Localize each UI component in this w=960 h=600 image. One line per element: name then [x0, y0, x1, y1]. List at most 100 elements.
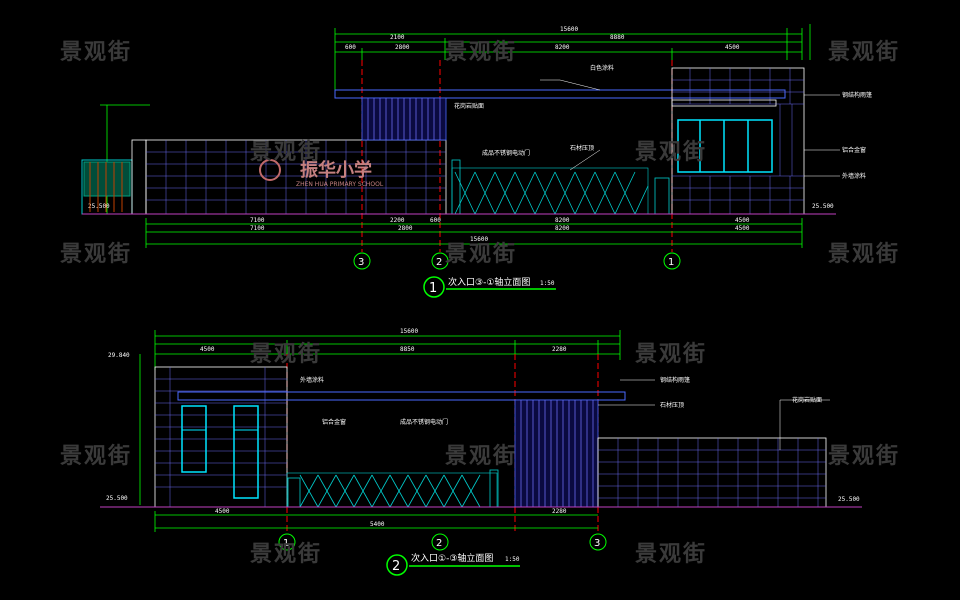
note-text: 铝合金窗 [842, 146, 866, 154]
dim-label: 4500 [735, 217, 750, 224]
watermark: 景观街 [635, 542, 708, 567]
dim-label: 4500 [735, 225, 750, 232]
dim-label: 15600 [470, 236, 488, 243]
axis-label: 3 [358, 257, 364, 268]
title-text: 次入口①-③轴立面图 [411, 552, 493, 564]
watermark: 景观街 [250, 342, 323, 367]
dim-label: 2800 [398, 225, 413, 232]
wall-grid [146, 140, 446, 214]
door [233, 405, 259, 499]
title-scale: 1:50 [540, 280, 555, 287]
dim-label: 5400 [370, 521, 385, 528]
axis-bubbles-1: 3 2 1 [353, 252, 681, 270]
note-text: 白色涂料 [590, 64, 614, 72]
elevation-2-title: 2 次入口①-③轴立面图 1:50 [386, 552, 520, 576]
watermark: 景观街 [828, 40, 901, 65]
elevation-2-top-dimensions [139, 330, 621, 505]
title-text: 次入口③-①轴立面图 [448, 276, 530, 288]
canopy-beam [177, 391, 626, 401]
slat-column [361, 97, 447, 141]
left-fence-panel [81, 159, 133, 215]
electric-gate-2 [286, 469, 499, 508]
elevation-2: 15600 4500 8850 2280 29.840 25.500 [100, 328, 862, 576]
elevation-1-bottom-dimensions [145, 218, 803, 248]
level-label: 25.500 [88, 203, 110, 210]
axis-bubbles-2: 1 2 3 [278, 533, 607, 551]
dim-label: 15600 [560, 26, 578, 33]
slat-column-2 [514, 399, 599, 508]
elevation-2-leaders [598, 379, 830, 450]
guard-house-2 [154, 366, 288, 508]
watermark: 景观街 [60, 40, 133, 65]
watermark: 景观街 [828, 242, 901, 267]
watermark: 景观街 [445, 242, 518, 267]
dim-label: 4500 [200, 346, 215, 353]
note-text: 外墙涂料 [300, 376, 324, 384]
elevation-1-top-dimensions [334, 24, 811, 90]
watermark: 景观街 [635, 140, 708, 165]
note-text: 石材压顶 [660, 401, 684, 409]
canopy-beam [334, 89, 786, 99]
dim-label: 600 [345, 44, 356, 51]
axis-label: 1 [668, 257, 674, 268]
note-text: 石材压顶 [570, 144, 594, 152]
watermark: 景观街 [828, 444, 901, 469]
note-text: 外墙涂料 [842, 172, 866, 180]
school-sign: 振华小学 ZHEN HUA PRIMARY SCHOOL [259, 159, 384, 188]
dim-label: 600 [430, 217, 441, 224]
level-label: 25.500 [106, 495, 128, 502]
note-text: 花岗岩贴面 [454, 102, 484, 110]
sign-english-text: ZHEN HUA PRIMARY SCHOOL [296, 181, 384, 188]
title-number: 1 [429, 281, 437, 296]
dim-label: 8200 [555, 44, 570, 51]
sign-chinese-text: 振华小学 [300, 159, 372, 181]
dim-label: 2800 [395, 44, 410, 51]
elevation-2-bottom-dimensions [154, 511, 598, 532]
title-number: 2 [392, 559, 400, 574]
note-text: 花岗岩贴面 [792, 396, 822, 404]
watermark: 景观街 [250, 140, 323, 165]
dim-label: 2280 [552, 346, 567, 353]
watermark: 景观街 [60, 242, 133, 267]
dim-label: 8200 [555, 217, 570, 224]
watermark: 景观街 [60, 444, 133, 469]
dim-label: 2200 [390, 217, 405, 224]
axis-label: 1 [283, 538, 289, 549]
elevation-2-top-dim-labels: 15600 4500 8850 2280 [200, 328, 567, 353]
window [181, 405, 207, 473]
axis-label: 3 [594, 538, 600, 549]
watermark: 景观街 [635, 342, 708, 367]
note-text: 铝合金窗 [322, 418, 346, 426]
dim-label: 2100 [390, 34, 405, 41]
elevation-1-title: 1 次入口③-①轴立面图 1:50 [423, 276, 556, 298]
level-label: 25.500 [812, 203, 834, 210]
dim-label: 4500 [725, 44, 740, 51]
level-label: 29.840 [108, 352, 130, 359]
dim-label: 8200 [555, 225, 570, 232]
dim-label: 8880 [610, 34, 625, 41]
dim-label: 7100 [250, 225, 265, 232]
elevation-1-bottom-dim-labels: 7100 2200 600 8200 4500 7100 2800 8200 4… [250, 217, 750, 243]
axis-label: 2 [436, 538, 442, 549]
dim-label: 2280 [552, 508, 567, 515]
title-scale: 1:50 [505, 556, 520, 563]
dim-label: 8850 [400, 346, 415, 353]
watermark: 景观街 [445, 444, 518, 469]
level-label: 25.500 [838, 496, 860, 503]
watermark: 景观街 [445, 40, 518, 65]
dim-label: 4500 [215, 508, 230, 515]
note-text: 成品不锈钢电动门 [482, 149, 530, 157]
note-text: 钢结构雨篷 [660, 376, 690, 384]
dim-label: 15600 [400, 328, 418, 335]
elevation-1-top-dim-labels: 15600 2100 8880 600 2800 8200 4500 [345, 26, 740, 51]
note-text: 成品不锈钢电动门 [400, 418, 448, 426]
window [677, 119, 773, 173]
right-wall-2 [597, 437, 827, 508]
electric-gate [451, 159, 670, 215]
note-text: 钢结构雨篷 [842, 91, 872, 99]
watermark: 景观街 [250, 542, 323, 567]
axis-label: 2 [436, 257, 442, 268]
dim-label: 7100 [250, 217, 265, 224]
elevation-1-leaders [540, 79, 840, 177]
